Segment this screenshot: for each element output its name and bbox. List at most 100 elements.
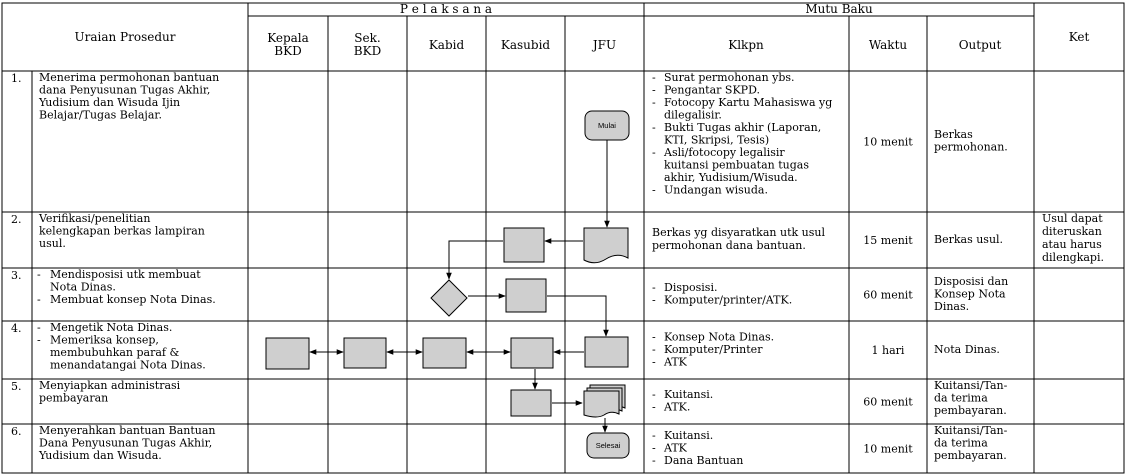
kelengkapan-text: Berkas yg disyaratkan utk usul xyxy=(652,226,825,239)
process-periksa-kasubid xyxy=(510,337,554,369)
output-value: pembayaran. xyxy=(934,449,1007,462)
output-value: Berkas xyxy=(934,128,973,141)
uraian-text: Verifikasi/penelitian xyxy=(38,212,150,225)
uraian-text: Mengetik Nota Dinas. xyxy=(50,321,172,334)
output-value: Dinas. xyxy=(934,300,969,313)
table-row: 5.Menyiapkan administrasipembayaran-Kuit… xyxy=(11,379,1008,417)
waktu-value: 15 menit xyxy=(863,234,913,247)
multi-document-kuitansi xyxy=(583,384,626,418)
kelengkapan-bullet: - xyxy=(652,84,656,97)
uraian-text: Membuat konsep Nota Dinas. xyxy=(50,293,216,306)
uraian-text: dana Penyusunan Tugas Akhir, xyxy=(39,84,210,97)
end-label: Selesai xyxy=(596,441,621,450)
kelengkapan-item: ATK xyxy=(663,441,688,454)
uraian-text: Menyerahkan bantuan Bantuan xyxy=(39,424,216,437)
header-role-0: Kepala xyxy=(267,31,309,45)
uraian-text: Belajar/Tugas Belajar. xyxy=(39,109,162,122)
kelengkapan-bullet: - xyxy=(652,146,656,159)
header-role-1: Sek. xyxy=(354,31,380,45)
end-terminator xyxy=(586,432,630,459)
kelengkapan-item: Kuitansi. xyxy=(664,388,713,401)
uraian-text: Yudisium dan Wisuda Ijin xyxy=(38,96,180,109)
kelengkapan-bullet: - xyxy=(652,294,656,307)
row-number: 6. xyxy=(11,425,22,438)
kelengkapan-item: Undangan wisuda. xyxy=(664,184,768,197)
kelengkapan-item: Disposisi. xyxy=(664,281,717,294)
flowchart: Mulai Selesai xyxy=(265,110,630,459)
kelengkapan-item: KTI, Skripsi, Tesis) xyxy=(664,134,769,147)
uraian-text: Menyiapkan administrasi xyxy=(39,379,181,392)
process-paraf-kabid xyxy=(422,337,467,369)
kelengkapan-item: akhir, Yudisium/Wisuda. xyxy=(664,171,798,184)
uraian-text: Mendisposisi utk membuat xyxy=(50,268,201,281)
header-ket: Ket xyxy=(1069,30,1090,44)
header-pelaksana: P e l a k s a n a xyxy=(400,2,492,16)
kelengkapan-bullet: - xyxy=(652,184,656,197)
row-number: 2. xyxy=(11,213,22,226)
process-verifikasi-kasubid xyxy=(503,227,545,263)
kelengkapan-bullet: - xyxy=(652,281,656,294)
table-header: Uraian Prosedur P e l a k s a n a Mutu B… xyxy=(75,2,1090,58)
header-uraian: Uraian Prosedur xyxy=(75,30,176,44)
uraian-bullet: - xyxy=(37,293,41,306)
process-administrasi-kasubid xyxy=(510,389,552,417)
kelengkapan-bullet: - xyxy=(652,441,656,454)
header-role-3: Kasubid xyxy=(501,38,551,52)
kelengkapan-bullet: - xyxy=(652,388,656,401)
kelengkapan-text: permohonan dana bantuan. xyxy=(652,239,806,252)
output-value: Kuitansi/Tan- xyxy=(934,424,1008,437)
header-role-4: JFU xyxy=(591,38,616,52)
uraian-bullet: - xyxy=(37,334,41,347)
waktu-value: 10 menit xyxy=(863,136,913,149)
uraian-text: Menerima permohonan bantuan xyxy=(39,71,219,84)
uraian-text: Nota Dinas. xyxy=(50,281,116,294)
kelengkapan-bullet: - xyxy=(652,330,656,343)
kelengkapan-item: Komputer/printer/ATK. xyxy=(664,294,792,307)
uraian-bullet: - xyxy=(37,268,41,281)
kelengkapan-bullet: - xyxy=(652,355,656,368)
header-output: Output xyxy=(959,38,1002,52)
kelengkapan-item: Kuitansi. xyxy=(664,429,713,442)
ket-value: atau harus xyxy=(1042,238,1102,251)
uraian-text: pembayaran xyxy=(39,392,108,405)
header-kelengkapan: Klkpn xyxy=(728,38,764,52)
kelengkapan-item: Komputer/Printer xyxy=(664,343,763,356)
table-row: 4.-Mengetik Nota Dinas.-Memeriksa konsep… xyxy=(11,321,1000,372)
ket-value: diteruskan xyxy=(1042,225,1102,238)
process-konsep-kasubid xyxy=(505,278,547,313)
output-value: da terima xyxy=(934,437,988,450)
output-value: pembayaran. xyxy=(934,404,1007,417)
header-mutu-baku: Mutu Baku xyxy=(805,2,873,16)
header-role-1: BKD xyxy=(354,44,381,58)
output-value: permohonan. xyxy=(934,141,1008,154)
uraian-text: menandatangai Nota Dinas. xyxy=(50,359,206,372)
kelengkapan-item: dilegalisir. xyxy=(664,109,722,122)
waktu-value: 60 menit xyxy=(863,396,913,409)
uraian-text: Dana Penyusunan Tugas Akhir, xyxy=(39,437,212,450)
row-number: 1. xyxy=(11,72,22,85)
kelengkapan-bullet: - xyxy=(652,343,656,356)
output-value: Kuitansi/Tan- xyxy=(934,379,1008,392)
kelengkapan-bullet: - xyxy=(652,96,656,109)
ket-value: Usul dapat xyxy=(1042,212,1103,225)
kelengkapan-item: kuitansi pembuatan tugas xyxy=(664,159,809,172)
output-value: Disposisi dan xyxy=(934,275,1008,288)
kelengkapan-bullet: - xyxy=(652,429,656,442)
process-tandatangan-kepala xyxy=(265,337,310,370)
process-ketik-jfu xyxy=(584,336,629,368)
header-role-0: BKD xyxy=(274,44,301,58)
kelengkapan-item: ATK. xyxy=(663,401,690,414)
kelengkapan-item: Bukti Tugas akhir (Laporan, xyxy=(664,121,821,134)
kelengkapan-bullet: - xyxy=(652,454,656,467)
row-number: 3. xyxy=(11,269,22,282)
row-number: 5. xyxy=(11,380,22,393)
flow-kasubid-to-kabid xyxy=(446,240,503,280)
uraian-bullet: - xyxy=(37,321,41,334)
waktu-value: 10 menit xyxy=(863,443,913,456)
